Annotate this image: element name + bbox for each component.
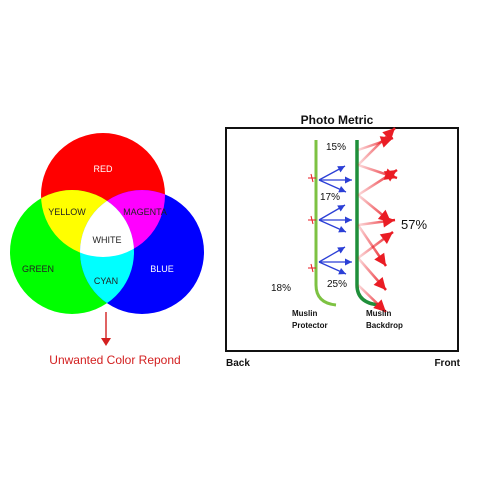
yellow-label: YELLOW (48, 207, 86, 217)
blue-arrow-head-5 (337, 205, 345, 212)
red-arrow-head-10 (379, 136, 393, 148)
blue-arrow-head-1 (345, 176, 352, 184)
muslin-protector-line (314, 140, 337, 307)
percent-mid: 17% (320, 192, 340, 203)
photo-metric-frame (225, 127, 459, 352)
percent-top: 15% (326, 142, 346, 153)
red-arrow-head-9 (373, 299, 386, 312)
magenta-label: MAGENTA (123, 207, 167, 217)
muslin-backdrop-label-line2: Backdrop (366, 321, 403, 330)
red-arrow-head-5 (382, 215, 395, 228)
blue-label: BLUE (150, 264, 174, 274)
blue-arrow-head-6 (338, 225, 346, 233)
red-arrow-head-8 (373, 277, 386, 290)
blue-arrows (318, 165, 352, 275)
back-label: Back (226, 358, 250, 369)
white-overlap (80, 190, 134, 257)
blue-arrow-head-8 (337, 247, 345, 254)
rgb-venn-diagram: RED YELLOW MAGENTA WHITE GREEN BLUE CYAN… (10, 133, 204, 367)
red-arrows (356, 127, 398, 313)
blue-arrow-head-3 (338, 185, 346, 193)
muslin-protector-label-line2: Protector (292, 321, 328, 330)
red-arrow-head-3 (383, 170, 397, 182)
green-label: GREEN (22, 264, 54, 274)
red-label: RED (93, 164, 113, 174)
blue-arrow-head-2 (337, 166, 345, 173)
blue-arrow-head-4 (345, 216, 352, 224)
percent-left: 18% (271, 283, 291, 294)
red-arrow-head-6 (374, 252, 386, 266)
red-arrow-head-1 (382, 128, 395, 141)
photo-metric-diagram: Photo Metric (225, 113, 461, 369)
muslin-protector-label-line1: Muslin (292, 309, 317, 318)
percent-bottom: 25% (327, 279, 347, 290)
muslin-backdrop-line (355, 140, 380, 307)
back-reflection-markers (308, 173, 316, 273)
unwanted-color-caption: Unwanted Color Repond (49, 353, 180, 367)
red-arrow-head-7 (379, 232, 393, 244)
white-label: WHITE (93, 235, 122, 245)
photo-metric-title: Photo Metric (301, 113, 374, 127)
blue-arrow-head-7 (345, 258, 352, 266)
muslin-backdrop-label-line1: Muslin (366, 309, 391, 318)
cyan-label: CYAN (94, 276, 118, 286)
down-arrow-icon (101, 312, 111, 346)
blue-arrow-head-9 (338, 267, 346, 275)
percent-big: 57% (401, 217, 427, 232)
front-label: Front (434, 358, 460, 369)
